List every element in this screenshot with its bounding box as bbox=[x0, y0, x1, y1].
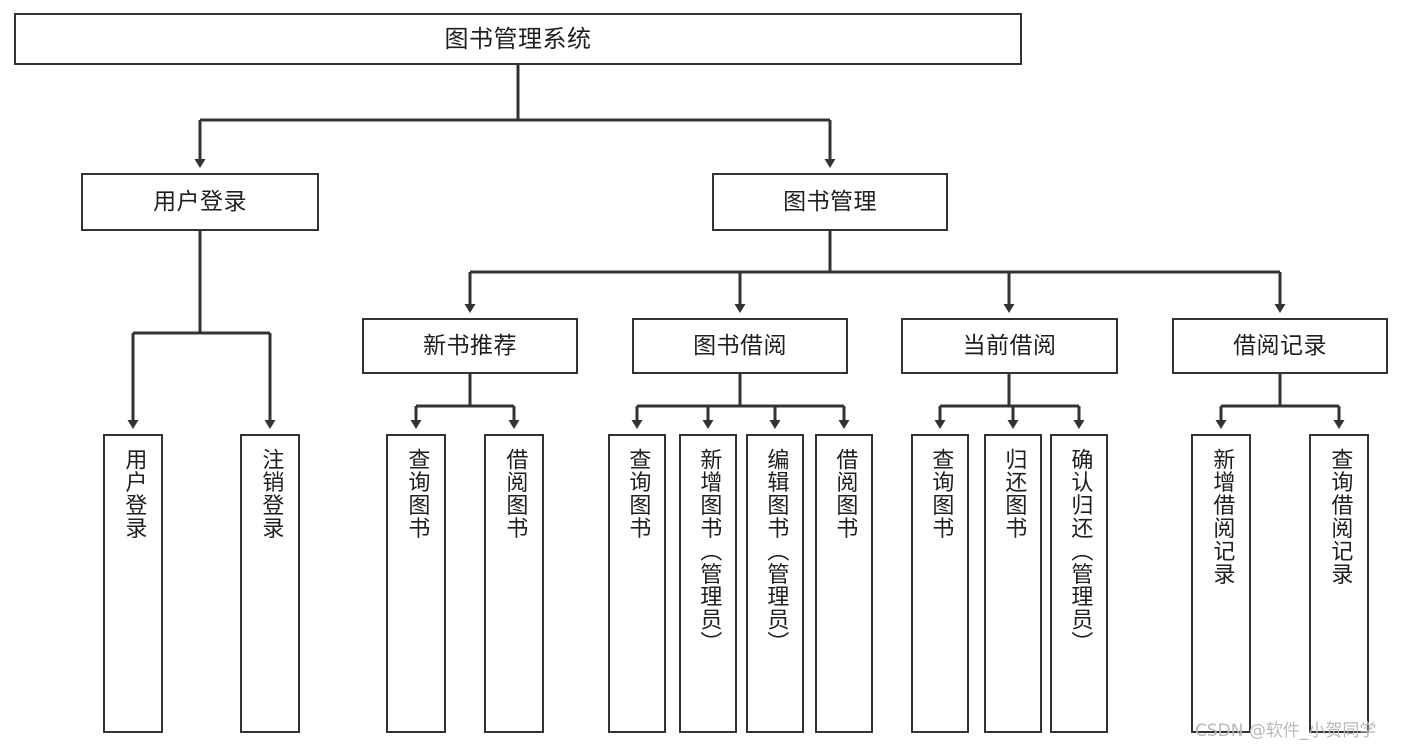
node-leaf-query-borrow-record[interactable]: 查询借阅记录 bbox=[1309, 434, 1369, 733]
node-book-manage-label: 图书管理 bbox=[783, 188, 877, 215]
node-borrow-record[interactable]: 借阅记录 bbox=[1172, 318, 1388, 374]
node-leaf-query-book-borrow-label: 查询图书 bbox=[625, 448, 651, 540]
node-leaf-query-borrow-record-label: 查询借阅记录 bbox=[1327, 448, 1353, 586]
node-leaf-query-book-recommend[interactable]: 查询图书 bbox=[386, 434, 446, 733]
node-leaf-edit-book-admin[interactable]: 编辑图书（管理员） bbox=[746, 434, 804, 733]
node-leaf-borrow-book-recommend[interactable]: 借阅图书 bbox=[484, 434, 544, 733]
node-leaf-user-logout-label: 注销登录 bbox=[258, 448, 284, 540]
node-leaf-user-logout[interactable]: 注销登录 bbox=[240, 434, 300, 733]
node-new-book-recommend[interactable]: 新书推荐 bbox=[362, 318, 578, 374]
node-leaf-add-borrow-record[interactable]: 新增借阅记录 bbox=[1191, 434, 1251, 733]
node-leaf-user-login-label: 用户登录 bbox=[121, 448, 147, 540]
node-book-borrow-label: 图书借阅 bbox=[693, 332, 787, 359]
node-borrow-record-label: 借阅记录 bbox=[1233, 332, 1327, 359]
node-leaf-query-book-recommend-label: 查询图书 bbox=[404, 448, 430, 540]
node-new-book-recommend-label: 新书推荐 bbox=[423, 332, 517, 359]
node-leaf-query-book-current[interactable]: 查询图书 bbox=[911, 434, 969, 733]
node-current-borrow-label: 当前借阅 bbox=[962, 332, 1057, 359]
node-user-login[interactable]: 用户登录 bbox=[81, 173, 319, 231]
node-leaf-borrow-book-recommend-label: 借阅图书 bbox=[502, 448, 528, 540]
node-leaf-query-book-borrow[interactable]: 查询图书 bbox=[608, 434, 666, 733]
node-leaf-edit-book-admin-label: 编辑图书（管理员） bbox=[763, 448, 789, 654]
node-leaf-query-book-current-label: 查询图书 bbox=[928, 448, 954, 540]
node-leaf-add-book-admin[interactable]: 新增图书（管理员） bbox=[679, 434, 737, 733]
node-leaf-confirm-return-admin[interactable]: 确认归还（管理员） bbox=[1050, 434, 1108, 733]
node-root-label: 图书管理系统 bbox=[444, 25, 592, 53]
csdn-watermark: CSDN @软件_小贺同学 bbox=[1195, 721, 1377, 741]
node-leaf-add-borrow-record-label: 新增借阅记录 bbox=[1209, 448, 1235, 586]
node-leaf-add-book-admin-label: 新增图书（管理员） bbox=[696, 448, 722, 654]
node-leaf-return-book-label: 归还图书 bbox=[1001, 448, 1027, 540]
node-leaf-confirm-return-admin-label: 确认归还（管理员） bbox=[1067, 448, 1093, 654]
node-leaf-user-login[interactable]: 用户登录 bbox=[103, 434, 163, 733]
node-current-borrow[interactable]: 当前借阅 bbox=[901, 318, 1118, 374]
node-leaf-borrow-book[interactable]: 借阅图书 bbox=[815, 434, 873, 733]
node-root[interactable]: 图书管理系统 bbox=[14, 13, 1022, 65]
node-user-login-label: 用户登录 bbox=[153, 188, 247, 215]
node-leaf-return-book[interactable]: 归还图书 bbox=[984, 434, 1042, 733]
node-leaf-borrow-book-label: 借阅图书 bbox=[832, 448, 858, 540]
node-book-manage[interactable]: 图书管理 bbox=[712, 173, 948, 231]
node-book-borrow[interactable]: 图书借阅 bbox=[632, 318, 848, 374]
